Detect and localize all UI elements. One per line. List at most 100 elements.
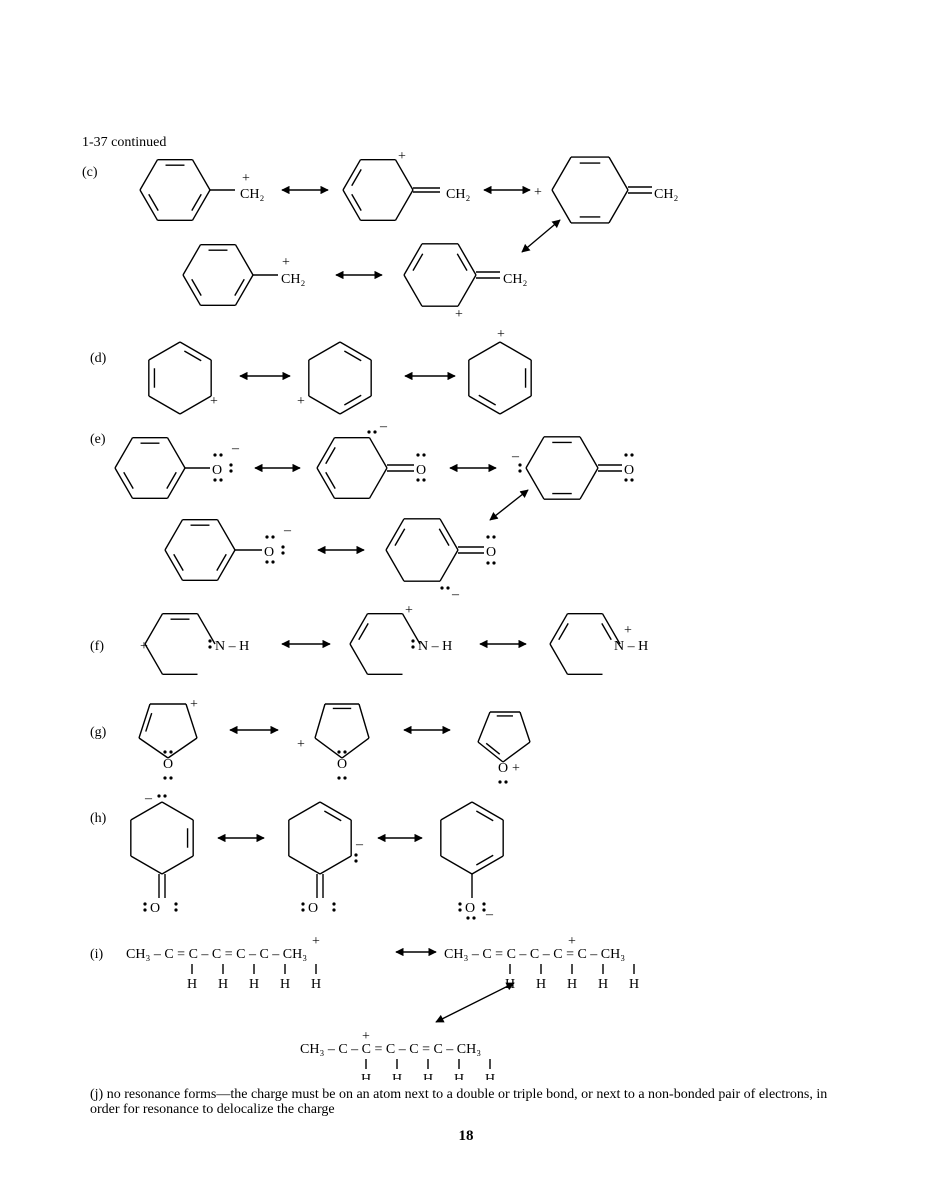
ch2-label: CH₂ <box>654 187 678 202</box>
lone-pair <box>157 794 161 798</box>
oxygen-atom: O <box>163 757 173 772</box>
ring-bond <box>316 437 336 469</box>
ring-bond <box>182 274 202 306</box>
double-bond <box>351 169 362 187</box>
ring-bond <box>394 189 414 221</box>
ring-bond <box>439 549 459 582</box>
plus-charge: + <box>624 623 632 638</box>
hydrogen-atom: H <box>249 977 259 992</box>
n-h-group: N – H <box>614 639 648 654</box>
lone-pair <box>163 776 167 780</box>
page-number: 18 <box>458 1128 474 1144</box>
ring-bond <box>139 189 159 221</box>
lone-pair <box>271 560 275 564</box>
double-bond <box>183 350 202 362</box>
oxygen-atom: O <box>624 463 634 478</box>
lone-pair <box>440 586 444 590</box>
lone-pair <box>337 750 341 754</box>
lone-pair <box>624 453 628 457</box>
lone-pair <box>504 780 508 784</box>
ring-bond <box>358 703 370 739</box>
ring-bond <box>502 741 531 763</box>
ring-bond <box>349 643 369 675</box>
lone-pair <box>630 453 634 457</box>
lone-pair <box>446 586 450 590</box>
ring-bond <box>341 737 370 759</box>
ring-bond <box>549 643 569 675</box>
ch2-label: CH₂ <box>240 187 264 202</box>
double-bond <box>475 854 494 866</box>
double-bond <box>558 623 569 641</box>
ring-bond <box>403 274 423 307</box>
lone-pair <box>422 478 426 482</box>
plus-charge: + <box>312 934 320 949</box>
lone-pair <box>208 639 212 643</box>
ring-bond <box>196 613 216 645</box>
double-bond <box>478 394 497 406</box>
lone-pair <box>143 902 147 906</box>
label-d: (d) <box>90 351 107 366</box>
lone-pair <box>630 478 634 482</box>
ring-bond <box>394 159 414 191</box>
lone-pair <box>229 469 233 473</box>
ring-bond <box>316 467 336 499</box>
ring-bond <box>182 244 202 276</box>
lone-pair <box>169 750 173 754</box>
plus-charge: + <box>497 327 505 342</box>
ring-bond <box>130 855 163 875</box>
ring-bond <box>216 519 236 551</box>
ring-bond <box>477 711 491 743</box>
ring-bond <box>114 467 134 499</box>
lone-pair <box>163 750 167 754</box>
ring-bond <box>440 855 473 875</box>
ring-bond <box>138 703 151 739</box>
carbon-chain: CH₃ – C = C – C – C = C – CH₃ <box>444 947 625 962</box>
ring-bond <box>166 437 186 469</box>
ring-bond <box>471 855 504 875</box>
double-bond <box>475 810 494 822</box>
plus-charge: + <box>297 737 305 752</box>
lone-pair <box>301 902 305 906</box>
lone-pair <box>219 478 223 482</box>
ring-bond <box>339 341 372 361</box>
minus-charge: – <box>283 523 292 538</box>
double-bond <box>325 447 336 465</box>
lone-pair <box>416 453 420 457</box>
hydrogen-atom: H <box>392 1072 402 1080</box>
minus-charge: – <box>144 791 153 806</box>
ring-bond <box>608 189 629 224</box>
ring-bond <box>439 518 459 551</box>
ch2-label: CH₂ <box>281 272 305 287</box>
minus-charge: – <box>355 837 364 852</box>
ring-bond <box>403 243 423 276</box>
note-j: (j) no resonance forms—the charge must b… <box>90 1087 828 1117</box>
lone-pair <box>624 478 628 482</box>
plus-charge: + <box>140 639 148 654</box>
lone-pair <box>332 908 336 912</box>
ring-bond <box>319 801 352 821</box>
label-g: (g) <box>90 725 107 740</box>
ring-bond <box>368 437 388 469</box>
double-bond <box>412 253 424 272</box>
hydrogen-atom: H <box>536 977 546 992</box>
ring-bond <box>499 395 532 415</box>
ring-bond <box>499 341 532 361</box>
minus-charge: – <box>511 449 520 464</box>
ring-bond <box>401 613 421 645</box>
ring-bond <box>308 395 341 415</box>
ring-bond <box>166 467 186 499</box>
lone-pair <box>271 535 275 539</box>
plus-charge: + <box>242 171 250 186</box>
ring-bond <box>179 341 212 361</box>
oxygen-atom: O <box>150 901 160 916</box>
lone-pair <box>229 463 233 467</box>
hydrogen-atom: H <box>311 977 321 992</box>
ring-bond <box>164 519 184 551</box>
ring-bond <box>579 436 599 469</box>
lone-pair <box>498 780 502 784</box>
ch2-label: CH₂ <box>446 187 470 202</box>
double-bond <box>343 394 362 406</box>
plus-charge: + <box>282 255 290 270</box>
ring-bond <box>308 341 341 361</box>
hydrogen-atom: H <box>218 977 228 992</box>
